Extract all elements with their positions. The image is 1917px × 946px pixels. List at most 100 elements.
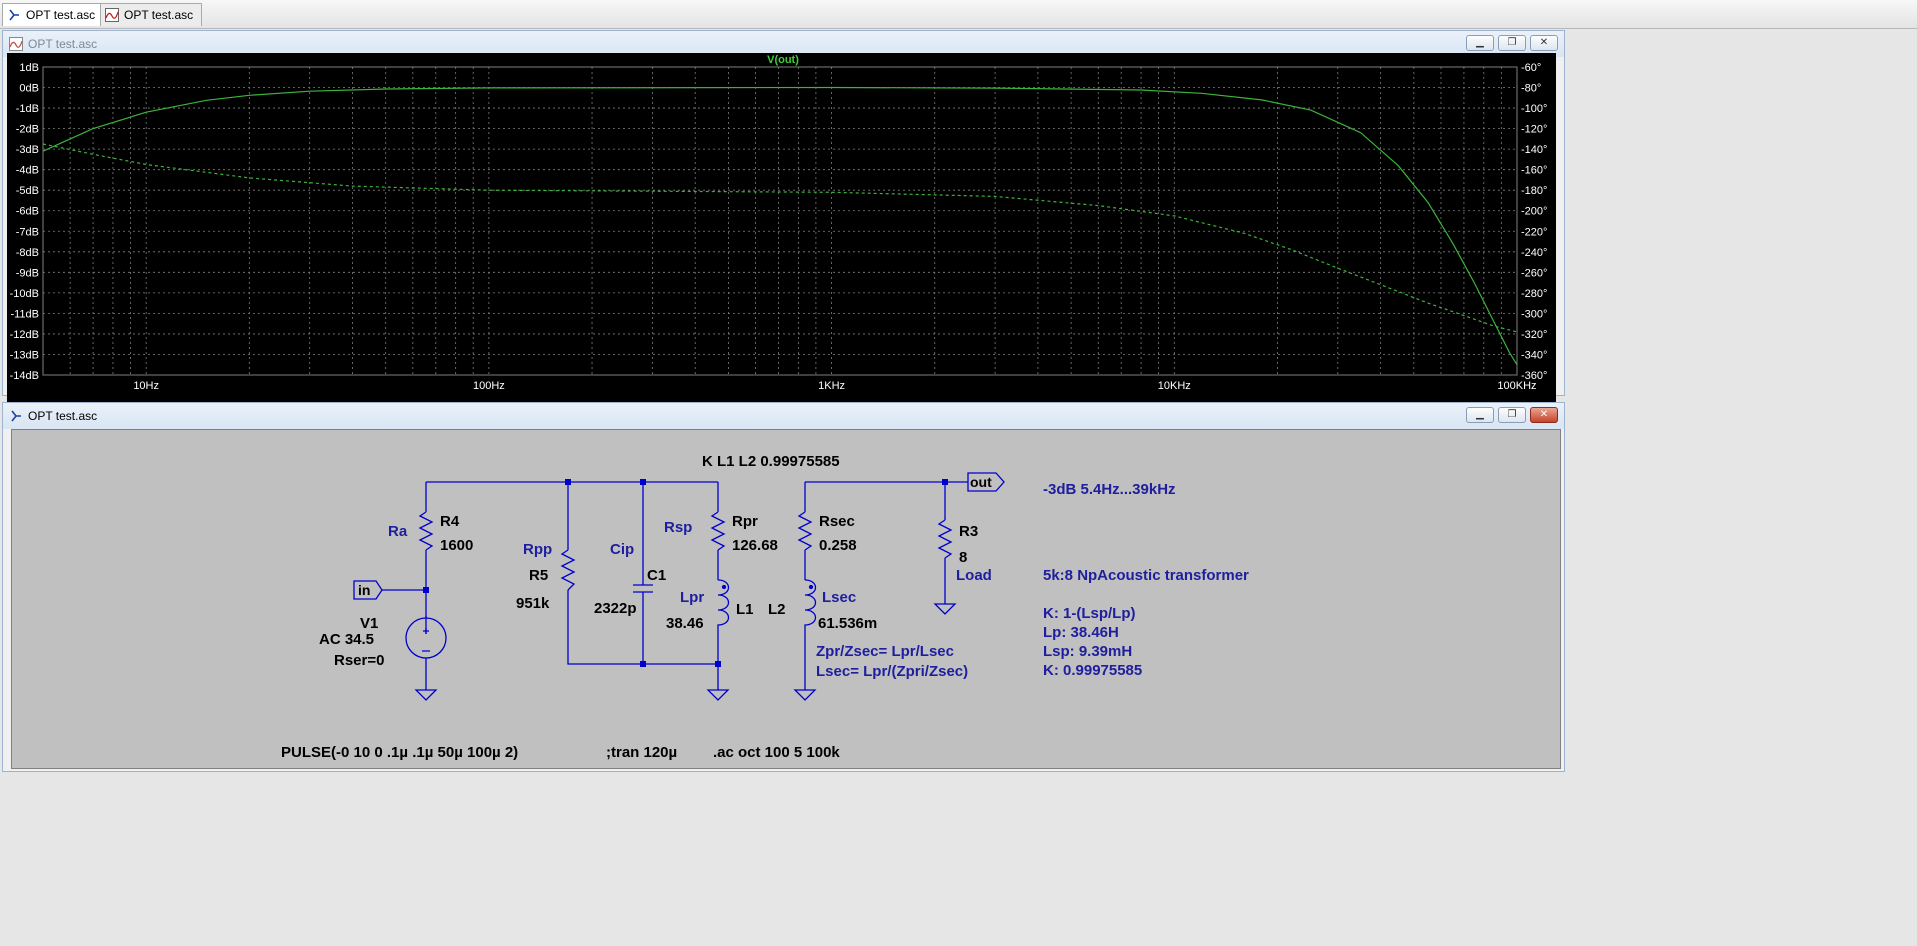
y-left-tick-label: -3dB [16, 144, 39, 156]
y-right-tick-label: -60° [1521, 62, 1541, 74]
y-left-ticks: 1dB0dB-1dB-2dB-3dB-4dB-5dB-6dB-7dB-8dB-9… [10, 62, 39, 382]
y-left-tick-label: -14dB [10, 370, 39, 382]
minimize-button[interactable]: ▁ [1466, 407, 1494, 423]
v1-param: Rser=0 [334, 652, 384, 669]
tab-schematic[interactable]: OPT test.asc [2, 3, 105, 26]
l2-name: L2 [768, 601, 786, 618]
v1-name: V1 [360, 615, 378, 632]
y-right-tick-label: -340° [1521, 349, 1547, 361]
tab-waveform[interactable]: OPT test.asc [100, 3, 203, 26]
formula-lsec[interactable]: Lsec= Lpr/(Zpri/Zsec) [816, 663, 968, 680]
x-tick-label: 10KHz [1158, 380, 1191, 392]
l2-label: Lsec [822, 589, 856, 606]
tab-label: OPT test.asc [26, 8, 96, 22]
l1-name: L1 [736, 601, 754, 618]
ground-symbol-3 [793, 689, 817, 701]
y-left-tick-label: -4dB [16, 165, 39, 177]
rsec-value: 0.258 [819, 537, 857, 554]
flag-in-label: in [358, 582, 370, 598]
net-flag-out[interactable]: out [967, 472, 1005, 492]
v1-polarity [422, 628, 430, 652]
tab-label: OPT test.asc [124, 8, 194, 22]
r4-label: Ra [388, 523, 408, 540]
note-k-formula[interactable]: K: 1-(Lsp/Lp) [1043, 605, 1135, 622]
x-tick-label: 1KHz [818, 380, 845, 392]
maximize-button[interactable]: ❐ [1498, 35, 1526, 51]
note-title[interactable]: 5k:8 NpAcoustic transformer [1043, 567, 1249, 584]
schematic-window-titlebar[interactable]: OPT test.asc ▁ ❐ ✕ [3, 403, 1564, 429]
r3-name: R3 [959, 523, 978, 540]
ground-symbol-4 [933, 603, 957, 615]
c1-value: 2322p [594, 600, 637, 617]
capacitor-c1 [633, 482, 653, 664]
ground-symbol-2 [706, 689, 730, 701]
v1-value: AC 34.5 [319, 631, 374, 648]
waveform-window-title: OPT test.asc [28, 37, 98, 51]
r5-value: 951k [516, 595, 550, 612]
close-button[interactable]: ✕ [1530, 407, 1558, 423]
trace-name[interactable]: V(out) [767, 54, 799, 66]
k-directive[interactable]: K L1 L2 0.99975585 [702, 453, 840, 470]
rsec-name: Rsec [819, 513, 855, 530]
y-right-tick-label: -140° [1521, 144, 1547, 156]
note-lp[interactable]: Lp: 38.46H [1043, 624, 1119, 641]
document-tab-bar: OPT test.asc OPT test.asc [0, 0, 1917, 29]
y-right-ticks: -60°-80°-100°-120°-140°-160°-180°-200°-2… [1521, 62, 1547, 382]
pulse-spec[interactable]: PULSE(-0 10 0 .1µ .1µ 50µ 100µ 2) [281, 744, 518, 761]
c1-name: C1 [647, 567, 666, 584]
y-left-tick-label: -1dB [16, 103, 39, 115]
close-button[interactable]: ✕ [1530, 35, 1558, 51]
schematic-window-title: OPT test.asc [28, 409, 98, 423]
y-right-tick-label: -220° [1521, 226, 1547, 238]
r3-label: Load [956, 567, 992, 584]
y-left-tick-label: -8dB [16, 247, 39, 259]
formula-zratio[interactable]: Zpr/Zsec= Lpr/Lsec [816, 643, 954, 660]
y-right-tick-label: -280° [1521, 288, 1547, 300]
tran-directive[interactable]: ;tran 120µ [606, 744, 677, 761]
y-right-tick-label: -360° [1521, 370, 1547, 382]
plot-frame [42, 66, 1518, 376]
schematic-icon [9, 9, 19, 21]
resistor-rsec [797, 511, 813, 551]
y-right-tick-label: -200° [1521, 206, 1547, 218]
net-flag-in[interactable]: in [353, 580, 383, 600]
schematic-labels: K L1 L2 0.99975585 Ra R4 1600 V1 AC 34.5… [281, 453, 1249, 761]
y-left-tick-label: -6dB [16, 206, 39, 218]
x-tick-label: 10Hz [133, 380, 159, 392]
inductor-l2 [804, 579, 817, 690]
maximize-button[interactable]: ❐ [1498, 407, 1526, 423]
ground-symbol-1 [414, 689, 438, 701]
y-right-tick-label: -160° [1521, 165, 1547, 177]
minimize-button[interactable]: ▁ [1466, 35, 1494, 51]
magnitude-trace[interactable] [42, 86, 1518, 366]
y-right-tick-label: -100° [1521, 103, 1547, 115]
resistor-rpr [710, 511, 726, 551]
note-bandwidth[interactable]: -3dB 5.4Hz...39kHz [1043, 481, 1176, 498]
c1-label: Cip [610, 541, 634, 558]
r5-name: R5 [529, 567, 548, 584]
waveform-window-titlebar[interactable]: OPT test.asc ▁ ❐ ✕ [3, 31, 1564, 57]
y-right-tick-label: -240° [1521, 247, 1547, 259]
dot-l2 [808, 584, 814, 590]
schematic-canvas[interactable]: in out K L1 L2 0.99975585 Ra R4 1600 V1 … [11, 429, 1561, 769]
r4-name: R4 [440, 513, 460, 530]
bode-plot[interactable]: 1dB0dB-1dB-2dB-3dB-4dB-5dB-6dB-7dB-8dB-9… [7, 53, 1556, 419]
y-right-tick-label: -120° [1521, 124, 1547, 136]
y-left-tick-label: -12dB [10, 329, 39, 341]
note-lsp[interactable]: Lsp: 9.39mH [1043, 643, 1132, 660]
ac-directive[interactable]: .ac oct 100 5 100k [713, 744, 840, 761]
y-right-tick-label: -300° [1521, 308, 1547, 320]
schematic-icon [11, 410, 21, 422]
l1-value: 38.46 [666, 615, 704, 632]
r5-label: Rpp [523, 541, 552, 558]
y-right-tick-label: -80° [1521, 83, 1541, 95]
phase-trace[interactable] [42, 143, 1518, 333]
note-k-value[interactable]: K: 0.99975585 [1043, 662, 1142, 679]
y-left-tick-label: -7dB [16, 226, 39, 238]
waveform-icon [105, 8, 119, 22]
y-left-tick-label: -5dB [16, 185, 39, 197]
rpr-value: 126.68 [732, 537, 778, 554]
x-tick-label: 100KHz [1497, 380, 1536, 392]
